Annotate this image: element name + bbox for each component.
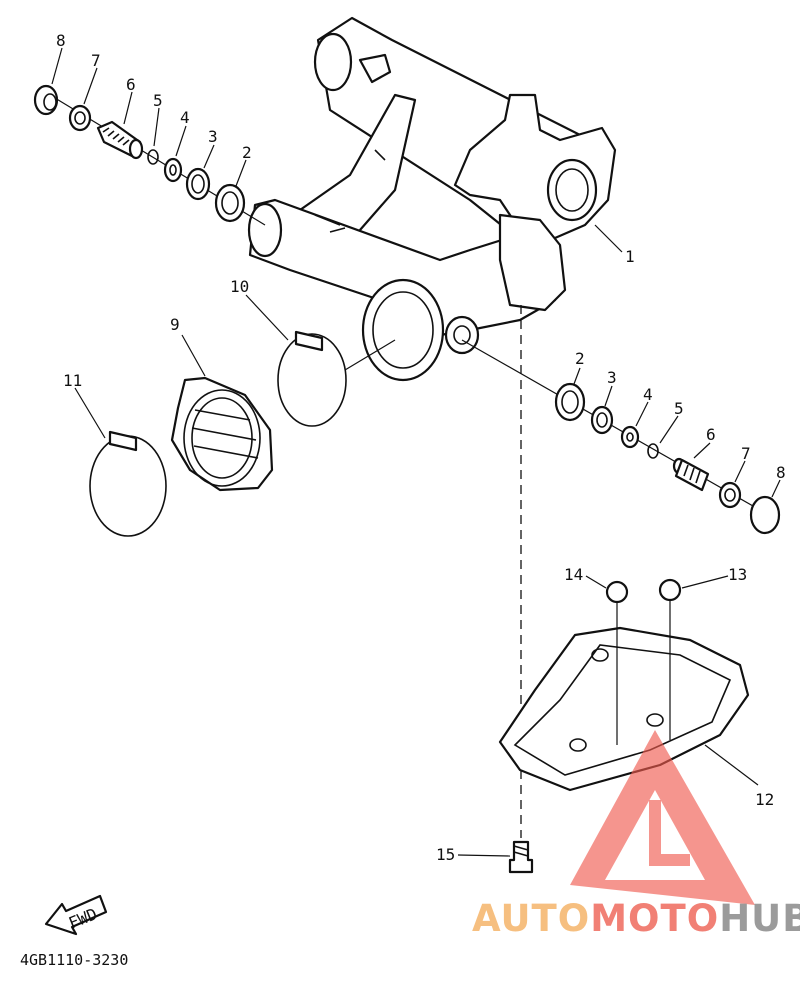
shaft-6-left [96,120,144,160]
callout-10: 10 [230,277,249,296]
washer-4-left [163,157,183,183]
left-bearing-stack [33,84,266,226]
watermark-logo: AUTOMOTOHUB [472,730,800,940]
nut-7-left [68,104,92,132]
callout-2-left: 2 [242,143,252,162]
callout-11: 11 [63,371,82,390]
cap-14 [605,580,629,745]
callout-15: 15 [436,845,455,864]
callout-13: 13 [728,565,747,584]
ring-5-right [647,443,659,459]
cap-13 [658,578,682,740]
callout-3-left: 3 [208,127,218,146]
seal-3-right [590,405,614,435]
callout-leaders [51,47,781,857]
ring-5-left [147,149,159,165]
callout-9: 9 [170,315,180,334]
watermark-hub: HUB [719,897,800,940]
callout-6-left: 6 [126,75,136,94]
callout-2-right: 2 [575,349,585,368]
seal-3-left [185,167,211,201]
bearing-2-left [214,183,246,223]
callout-3-right: 3 [607,368,617,387]
callout-6-right: 6 [706,425,716,444]
callout-8-right: 8 [776,463,786,482]
watermark-auto: AUTO [472,897,590,940]
callout-14: 14 [564,565,583,584]
callout-7-right: 7 [741,444,751,463]
callout-5-right: 5 [674,399,684,418]
bolt-15 [508,840,534,874]
callout-4-left: 4 [180,108,190,127]
callout-5-left: 5 [153,91,163,110]
watermark-moto: MOTO [590,897,719,940]
callout-7-left: 7 [91,51,101,70]
clamp-10 [277,330,396,427]
bearing-2-right [554,382,586,422]
callout-8-left: 8 [56,31,66,50]
callout-1: 1 [625,247,635,266]
boot-9 [170,376,274,492]
cap-8-left [33,84,59,116]
shaft-6-right [672,457,710,492]
callout-12: 12 [755,790,774,809]
guard-12 [498,626,759,792]
cap-8-right [749,495,781,535]
right-bearing-stack [461,339,781,535]
svg-text:AUTOMOTOHUB: AUTOMOTOHUB [472,897,800,940]
fwd-arrow: FWD [44,894,108,936]
swing-arm [247,16,617,382]
washer-4-right [620,425,640,449]
callout-numbers: 1 2 3 4 5 6 7 8 2 3 4 5 6 7 8 9 10 11 12… [56,31,786,864]
nut-7-right [718,481,742,509]
callout-4-right: 4 [643,385,653,404]
clamp-11 [89,430,167,537]
watermark-triangle [570,730,755,905]
drawing-code: 4GB1110-3230 [20,951,128,969]
